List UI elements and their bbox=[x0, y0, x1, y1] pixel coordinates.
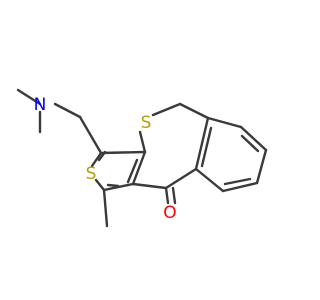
atom-label-o: O bbox=[163, 203, 176, 223]
bond-ch2-benzo bbox=[178, 102, 210, 120]
bond-c3a-sring bbox=[138, 130, 147, 154]
bond-n-methyl-upper bbox=[16, 88, 42, 106]
bond-benzo-3 bbox=[255, 148, 268, 185]
bond-benzo-1 bbox=[206, 116, 243, 129]
bond-c10-o-2 bbox=[171, 186, 177, 205]
bond-c10b-c10 bbox=[131, 182, 168, 190]
bond-c3a-c10b-double-inner bbox=[126, 158, 139, 184]
bond-c3-double bbox=[97, 150, 107, 162]
atom-label-n: N bbox=[34, 95, 47, 115]
bond-benzo-5 bbox=[194, 167, 225, 193]
bond-benzo-double-3 bbox=[200, 126, 213, 168]
bond-c1-methyl bbox=[102, 188, 109, 228]
bond-benzo-double-2 bbox=[223, 177, 252, 186]
bond-ch2-c3 bbox=[78, 115, 103, 155]
bond-sring-ch2 bbox=[151, 102, 182, 117]
bond-benzo-double-1 bbox=[240, 134, 260, 153]
bond-c10-o-1 bbox=[164, 186, 170, 205]
bond-s-c3 bbox=[90, 151, 103, 168]
bond-benzo-4 bbox=[221, 181, 259, 193]
atom-label-s-thiophene: S bbox=[86, 164, 97, 184]
bond-benzo-2 bbox=[239, 125, 268, 152]
bond-c10-benzo bbox=[164, 167, 198, 190]
atom-label-s-ring: S bbox=[141, 113, 152, 133]
molecule-drawing: N S S O bbox=[16, 88, 268, 228]
bond-c3a-c10b-double-outer bbox=[131, 150, 147, 186]
bond-n-ch2 bbox=[53, 102, 82, 119]
structure-canvas: N S S O bbox=[16, 88, 268, 228]
bond-c3-c3a bbox=[99, 150, 147, 155]
bond-c1-c1-double bbox=[106, 183, 120, 188]
bond-benzo-6 bbox=[194, 116, 210, 171]
bond-c1-s bbox=[94, 178, 106, 192]
